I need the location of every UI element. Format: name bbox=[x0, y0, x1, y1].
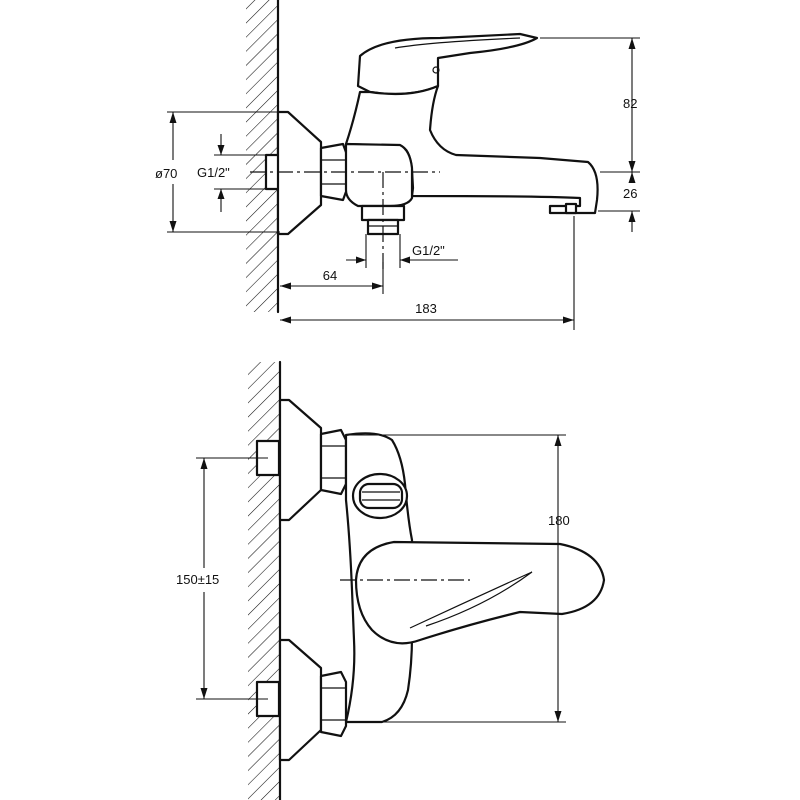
upper-hex-nut bbox=[319, 428, 348, 496]
upper-flange bbox=[278, 398, 323, 522]
lower-hex-nut bbox=[319, 670, 348, 738]
dimension-flange-diameter-label: ø70 bbox=[155, 166, 177, 181]
dimension-180-label: 180 bbox=[548, 513, 570, 528]
wall-hatching-bottom bbox=[248, 362, 280, 800]
plan-view: 180 150±15 bbox=[176, 360, 606, 800]
wall-flange bbox=[276, 110, 323, 236]
dimension-64-label: 64 bbox=[323, 268, 337, 283]
dimension-183: 183 bbox=[280, 216, 575, 330]
dimension-outlet-thread-label: G1/2" bbox=[412, 243, 445, 258]
dimension-26-label: 26 bbox=[623, 186, 637, 201]
dimension-150: 150±15 bbox=[176, 457, 268, 700]
dimension-183-label: 183 bbox=[415, 301, 437, 316]
dimension-82: 82 bbox=[540, 37, 640, 173]
dimension-82-label: 82 bbox=[623, 96, 637, 111]
dimension-outlet-thread: G1/2" bbox=[346, 234, 458, 268]
dimension-150-label: 150±15 bbox=[176, 572, 219, 587]
diverter-knob bbox=[351, 472, 409, 520]
dimension-inlet-thread-label: G1/2" bbox=[197, 165, 230, 180]
dimension-flange-diameter: ø70 bbox=[155, 111, 280, 233]
dimension-inlet-thread: G1/2" bbox=[197, 134, 268, 212]
side-elevation-view: ø70 G1/2" G1/2" 64 bbox=[155, 0, 640, 330]
dimension-64: 64 bbox=[280, 262, 384, 294]
lower-flange bbox=[278, 638, 323, 762]
dimension-26: 26 bbox=[598, 172, 640, 232]
cartridge-block bbox=[344, 142, 414, 208]
lever-handle-plan bbox=[354, 540, 606, 645]
lever-handle bbox=[356, 32, 539, 96]
dimension-180: 180 bbox=[346, 434, 570, 723]
